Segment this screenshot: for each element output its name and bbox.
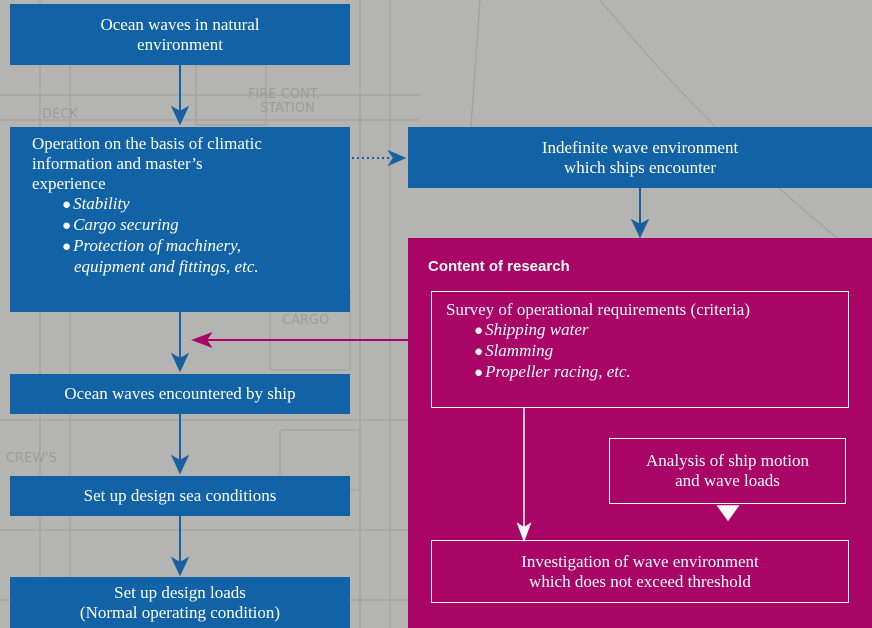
box-design-loads-line1: Set up design loads xyxy=(114,582,246,602)
box-design-loads: Set up design loads (Normal operating co… xyxy=(10,577,350,628)
operation-bullet-machinery: ●Protection of machinery, xyxy=(32,236,350,257)
bullet-icon: ● xyxy=(474,344,484,360)
analysis-box: Analysis of ship motion and wave loads xyxy=(609,438,846,504)
survey-bullet-shipping: ●Shipping water xyxy=(446,320,848,341)
box-ocean-waves-natural: Ocean waves in natural environment xyxy=(10,4,350,65)
box-ocean-waves-encountered: Ocean waves encountered by ship xyxy=(10,374,350,414)
operation-bullet-cargo-text: Cargo securing xyxy=(73,215,179,234)
box-ocean-waves-natural-line1: Ocean waves in natural xyxy=(100,14,260,34)
research-title: Content of research xyxy=(428,258,570,275)
box-design-sea-conditions: Set up design sea conditions xyxy=(10,476,350,516)
svg-text:FIRE CONT.: FIRE CONT. xyxy=(248,87,320,102)
svg-text:CARGO: CARGO xyxy=(282,313,329,328)
bullet-icon: ● xyxy=(62,218,72,234)
analysis-line1: Analysis of ship motion xyxy=(646,451,809,470)
box-ocean-waves-natural-line2: environment xyxy=(137,34,223,54)
survey-bullet-slamming: ●Slamming xyxy=(446,341,848,362)
box-design-loads-line2: (Normal operating condition) xyxy=(79,602,281,622)
bullet-icon: ● xyxy=(474,323,484,339)
operation-bullet-stability-text: Stability xyxy=(73,194,130,213)
svg-text:DECK: DECK xyxy=(42,107,78,122)
survey-bullet-shipping-text: Shipping water xyxy=(485,320,589,339)
box-design-sea-conditions-text: Set up design sea conditions xyxy=(83,486,277,505)
operation-bullet-continuation: equipment and fittings, etc. xyxy=(74,257,259,276)
box-ocean-waves-encountered-text: Ocean waves encountered by ship xyxy=(64,384,296,403)
content-of-research-panel: Content of research Survey of operationa… xyxy=(408,238,872,628)
box-operation: Operation on the basis of climatic infor… xyxy=(10,127,350,312)
operation-line3: experience xyxy=(32,174,106,193)
survey-bullet-propeller: ●Propeller racing, etc. xyxy=(446,362,848,383)
operation-bullet-machinery-text: Protection of machinery, xyxy=(73,236,241,255)
operation-line2: information and master’s xyxy=(32,154,203,173)
investigation-line1: Investigation of wave environment xyxy=(521,551,759,571)
survey-box: Survey of operational requirements (crit… xyxy=(431,291,849,408)
investigation-box: Investigation of wave environment which … xyxy=(431,540,849,603)
survey-bullet-slamming-text: Slamming xyxy=(485,341,554,360)
box-indefinite-wave-environment: Indefinite wave environment which ships … xyxy=(408,127,872,188)
bullet-icon: ● xyxy=(62,239,72,255)
bullet-icon: ● xyxy=(474,365,484,381)
operation-bullet-cargo: ●Cargo securing xyxy=(32,215,350,236)
box-indefinite-line1: Indefinite wave environment xyxy=(541,137,739,157)
box-indefinite-line2: which ships encounter xyxy=(563,157,717,177)
bullet-icon: ● xyxy=(62,197,72,213)
svg-text:CREW'S: CREW'S xyxy=(6,451,57,466)
investigation-line2: which does not exceed threshold xyxy=(529,571,751,591)
analysis-line2: and wave loads xyxy=(675,471,780,490)
survey-heading: Survey of operational requirements (crit… xyxy=(446,300,750,319)
operation-line1: Operation on the basis of climatic xyxy=(32,134,262,153)
operation-bullet-stability: ●Stability xyxy=(32,194,350,215)
survey-bullet-propeller-text: Propeller racing, etc. xyxy=(485,362,631,381)
svg-text:STATION: STATION xyxy=(260,101,315,116)
